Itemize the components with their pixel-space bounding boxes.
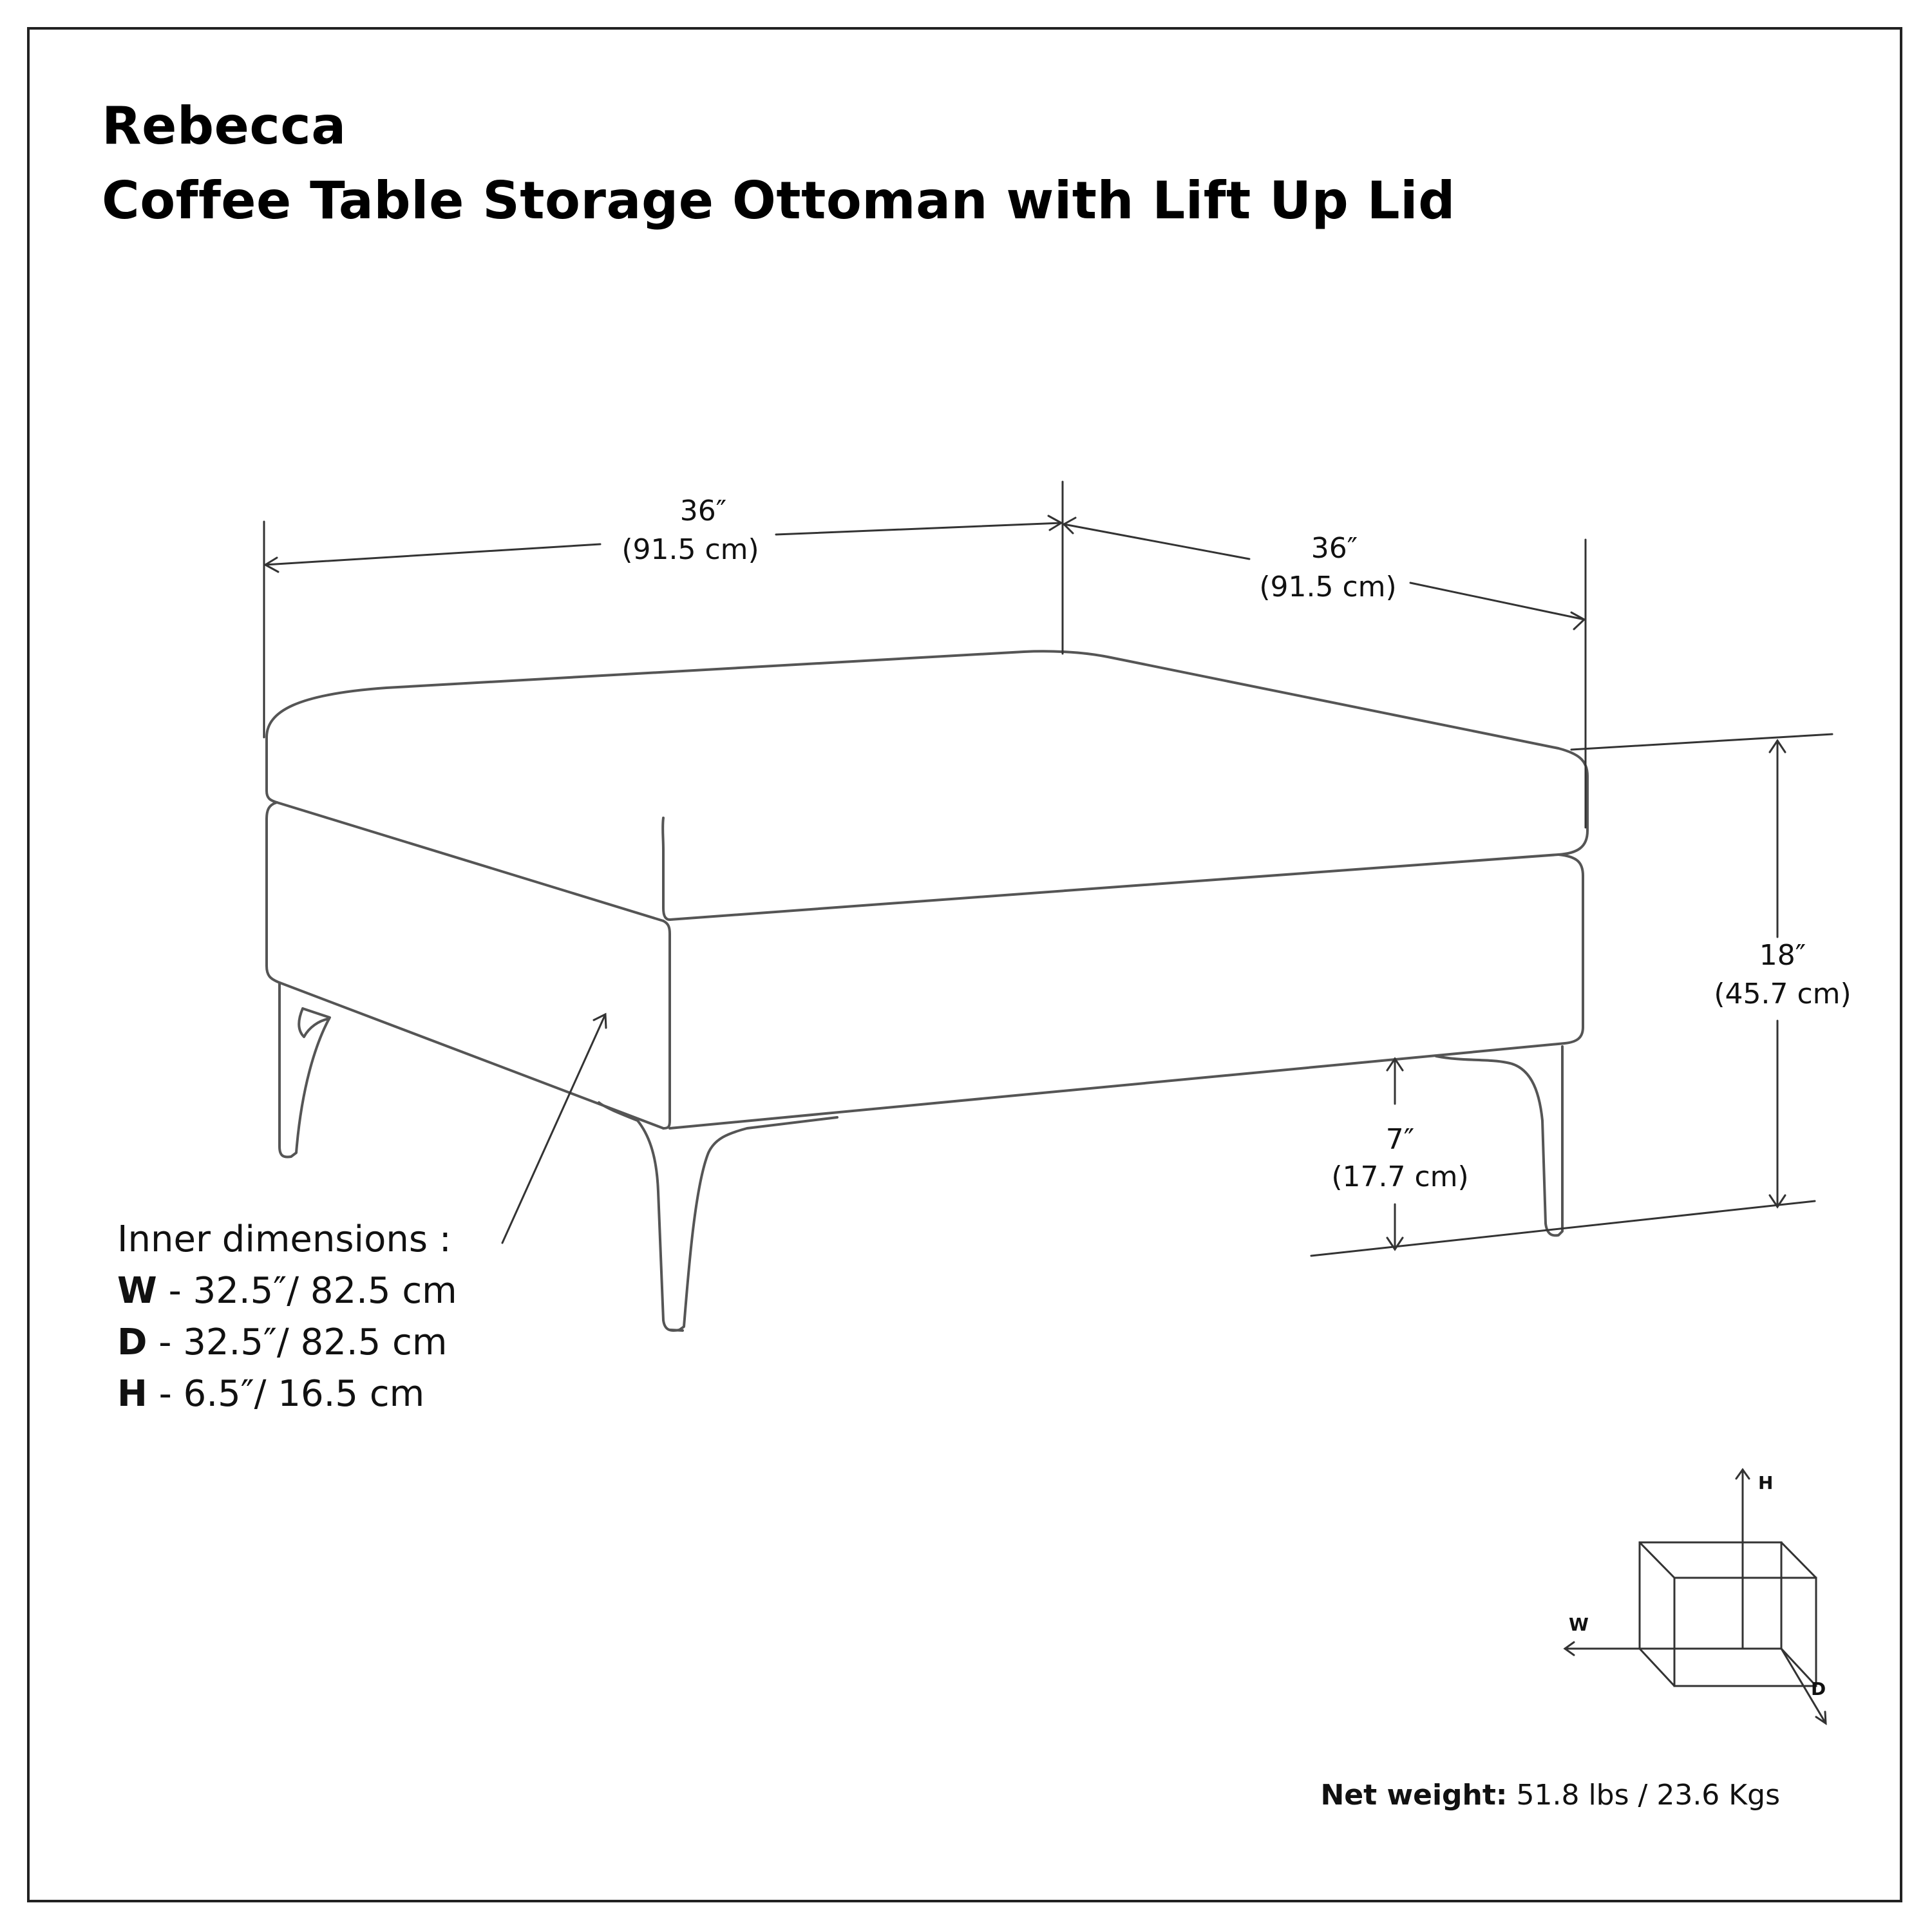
inner-row-w-key: W [117,1270,157,1312]
inner-row-w-value: - 32.5″/ 82.5 cm [156,1270,457,1312]
axis-cube-icon: H W D [1563,1468,1827,1725]
leg-height-dimension: 7″ (17.7 cm) [1310,1057,1816,1257]
inner-row-h-value: - 6.5″/ 16.5 cm [147,1373,425,1415]
page-title: Rebecca Coffee Table Storage Ottoman wit… [102,89,1455,238]
title-line-2: Coffee Table Storage Ottoman with Lift U… [102,171,1455,231]
height-dimension: 18″ (45.7 cm) [1570,733,1852,1209]
inner-dimensions-heading: Inner dimensions : [117,1218,451,1260]
depth-dimension: 36″ (91.5 cm) [1061,480,1587,829]
page-frame [27,27,1902,1902]
inner-row-d-key: D [117,1321,147,1363]
height-dim-cm: (45.7 cm) [1714,978,1851,1010]
leg-dim-cm: (17.7 cm) [1331,1160,1468,1193]
net-weight-value: 51.8 lbs / 23.6 Kgs [1507,1779,1781,1812]
axis-label-h: H [1758,1472,1773,1493]
width-dimension: 36″ (91.5 cm) [263,495,1063,739]
leg-dim-in: 7″ [1386,1123,1414,1156]
title-line-1: Rebecca [102,96,346,156]
width-dim-cm: (91.5 cm) [621,533,759,566]
inner-dimensions: Inner dimensions : W - 32.5″/ 82.5 cm D … [117,1214,457,1420]
inner-row-h: H - 6.5″/ 16.5 cm [117,1368,457,1420]
axis-label-w: W [1569,1614,1589,1635]
ottoman-base [265,801,1584,1130]
ottoman-cushion [265,650,1589,922]
inner-row-h-key: H [117,1373,147,1415]
net-weight: Net weight: 51.8 lbs / 23.6 Kgs [1320,1779,1780,1812]
net-weight-label: Net weight: [1320,1779,1508,1812]
inner-row-d-value: - 32.5″/ 82.5 cm [147,1321,448,1363]
inner-pointer [501,1012,607,1244]
inner-row-d: D - 32.5″/ 82.5 cm [117,1317,457,1368]
depth-dim-in: 36″ [1311,532,1358,565]
axis-label-d: D [1811,1678,1826,1700]
ottoman-legs [278,983,1564,1332]
inner-row-w: W - 32.5″/ 82.5 cm [117,1265,457,1317]
height-dim-in: 18″ [1759,939,1806,972]
depth-dim-cm: (91.5 cm) [1259,571,1396,603]
width-dim-in: 36″ [680,495,726,527]
